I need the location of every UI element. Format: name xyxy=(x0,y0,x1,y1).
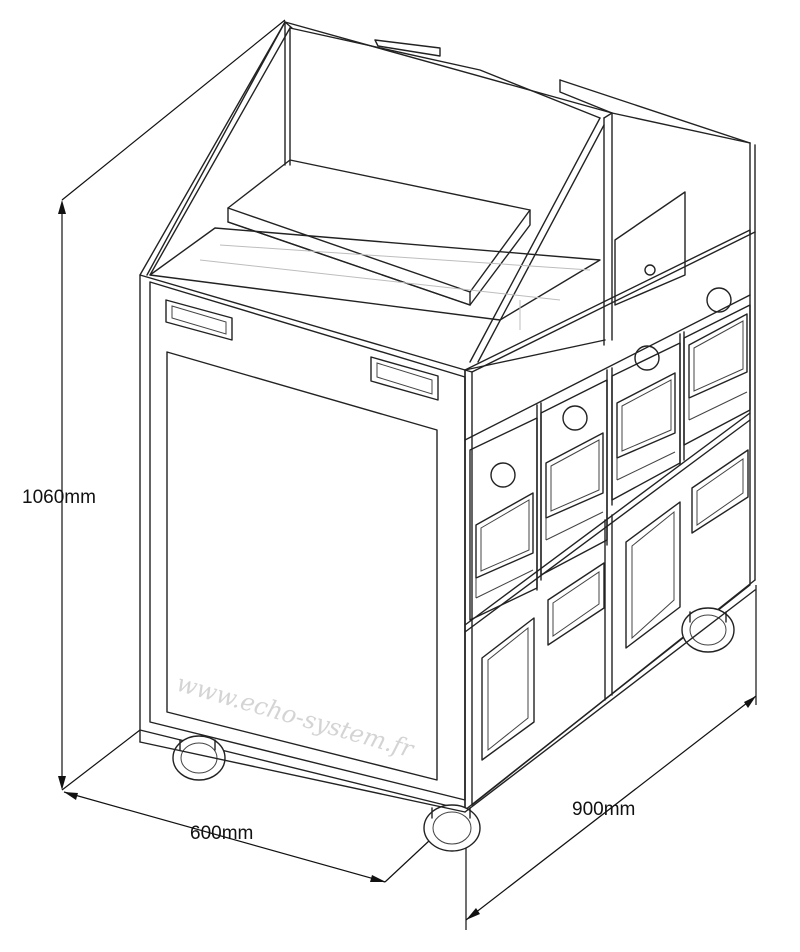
wheel-front-left xyxy=(423,804,481,852)
base xyxy=(139,589,756,813)
wheel-front-right xyxy=(681,607,735,653)
width-dimension xyxy=(465,585,757,930)
lower-section xyxy=(481,449,749,761)
drawer-2 xyxy=(540,379,608,576)
shelves xyxy=(149,159,606,371)
rear-panel xyxy=(614,191,686,306)
drawer-1 xyxy=(469,417,538,621)
height-dimension xyxy=(58,19,286,791)
depth-dimension xyxy=(63,791,461,883)
wheels xyxy=(172,607,735,852)
drawer-3 xyxy=(611,342,681,501)
width-label: 900mm xyxy=(572,799,635,820)
front-face xyxy=(464,229,756,811)
top-frame xyxy=(139,21,756,363)
upper-drawers xyxy=(464,287,751,621)
depth-label: 600mm xyxy=(190,823,253,844)
height-label: 1060mm xyxy=(22,487,96,508)
